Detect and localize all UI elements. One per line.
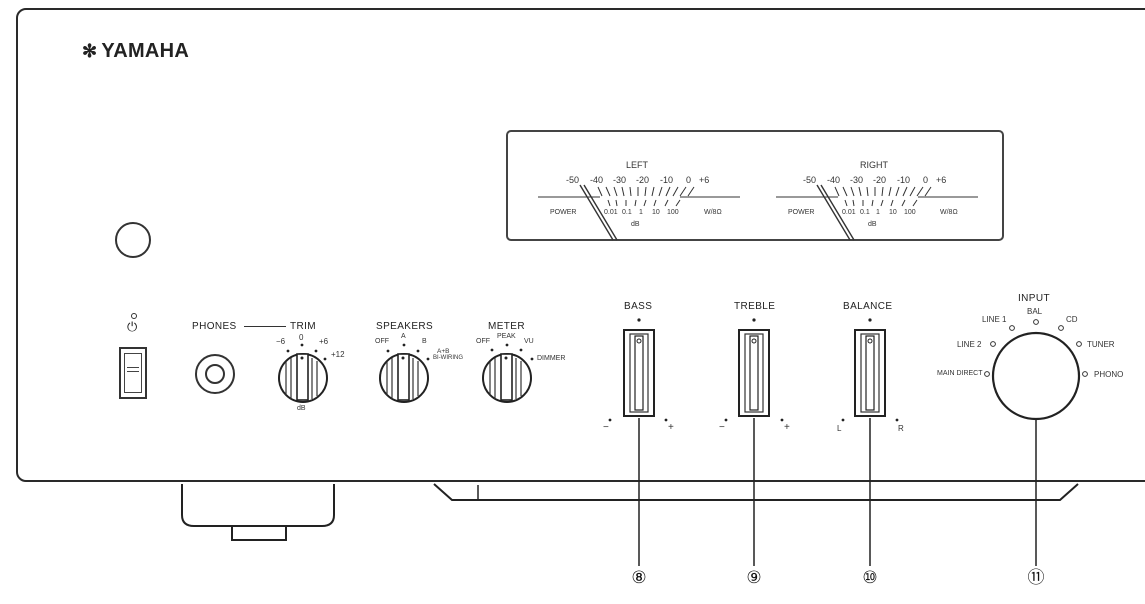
left-power-tick: 10 — [652, 209, 660, 216]
left-unit-label: W/8Ω — [704, 209, 722, 216]
balance-knob[interactable] — [854, 329, 886, 417]
left-scale-tick: +6 — [699, 175, 710, 185]
power-symbol-icon: ⏻ — [127, 319, 138, 334]
meter-position-label: OFF — [476, 338, 490, 345]
speakers-position-label: A+B — [437, 348, 450, 355]
input-position-label: CD — [1066, 315, 1078, 324]
level-meter-window — [506, 130, 1004, 241]
input-label: INPUT — [1018, 293, 1050, 304]
speakers-position-label: A — [401, 333, 406, 340]
speakers-position-label: OFF — [375, 338, 389, 345]
speakers-knob[interactable] — [379, 353, 429, 403]
yamaha-logo: ✻YAMAHA — [82, 40, 190, 62]
speakers-position-label: BI-WIRING — [433, 355, 463, 361]
right-power-tick: 0.01 — [842, 209, 856, 216]
power-button[interactable] — [119, 347, 147, 399]
input-position-label: MAIN DIRECT — [937, 370, 983, 377]
left-power-tick: 100 — [667, 209, 679, 216]
callout-10: ⑩ — [862, 568, 878, 587]
left-power-tick: 0.1 — [622, 209, 632, 216]
right-power-tick: 100 — [904, 209, 916, 216]
right-db-label: dB — [868, 221, 877, 228]
balance-right-label: R — [898, 424, 904, 433]
trim-knob[interactable] — [278, 353, 328, 403]
left-scale-tick: -10 — [660, 175, 674, 185]
bass-plus-label: + — [668, 422, 674, 433]
right-meter-title: RIGHT — [860, 160, 888, 170]
right-power-tick: 10 — [889, 209, 897, 216]
left-scale-tick: 0 — [686, 175, 692, 185]
right-power-label: POWER — [788, 209, 815, 216]
right-power-tick: 1 — [876, 209, 880, 216]
input-position-label: PHONO — [1094, 370, 1124, 379]
bass-knob[interactable] — [623, 329, 655, 417]
bass-label: BASS — [624, 301, 653, 312]
meter-position-label: PEAK — [497, 333, 516, 340]
speakers-position-label: B — [422, 338, 427, 345]
trim-position-label: +6 — [319, 337, 329, 346]
bass-minus-label: − — [603, 422, 609, 433]
yamaha-tuning-fork-icon: ✻ — [82, 41, 98, 61]
meter-position-label: DIMMER — [537, 355, 566, 362]
input-position-label: LINE 2 — [957, 340, 982, 349]
meter-select-label: METER — [488, 321, 525, 332]
meter-position-label: VU — [524, 338, 534, 345]
phones-trim-divider — [244, 326, 286, 327]
trim-position-label: +12 — [331, 350, 345, 359]
right-unit-label: W/8Ω — [940, 209, 958, 216]
trim-position-label: 0 — [299, 333, 304, 342]
trim-unit-label: dB — [297, 405, 306, 412]
right-scale-tick: -40 — [827, 175, 841, 185]
trim-label: TRIM — [290, 321, 317, 332]
balance-left-label: L — [837, 424, 842, 433]
right-scale-tick: -50 — [803, 175, 817, 185]
left-scale-tick: -40 — [590, 175, 604, 185]
left-scale-tick: -30 — [613, 175, 627, 185]
left-scale-tick: -20 — [636, 175, 650, 185]
phones-jack[interactable] — [195, 354, 235, 394]
treble-label: TREBLE — [734, 301, 776, 312]
balance-label: BALANCE — [843, 301, 893, 312]
treble-minus-label: − — [719, 422, 725, 433]
right-scale-tick: +6 — [936, 175, 947, 185]
right-scale-tick: 0 — [923, 175, 929, 185]
meter-knob[interactable] — [482, 353, 532, 403]
right-scale-tick: -20 — [873, 175, 887, 185]
left-power-tick: 0.01 — [604, 209, 618, 216]
speakers-label: SPEAKERS — [376, 321, 434, 332]
treble-plus-label: + — [784, 422, 790, 433]
trim-position-label: −6 — [276, 337, 286, 346]
remote-sensor — [115, 222, 151, 258]
treble-knob[interactable] — [738, 329, 770, 417]
callout-9: ⑨ — [746, 568, 762, 587]
left-db-label: dB — [631, 221, 640, 228]
left-scale-tick: -50 — [566, 175, 580, 185]
left-power-label: POWER — [550, 209, 577, 216]
input-position-label: BAL — [1027, 307, 1043, 316]
callout-11: ⑪ — [1027, 568, 1045, 587]
callout-8: ⑧ — [631, 568, 647, 587]
power-indicator — [131, 313, 137, 319]
input-position-label: TUNER — [1087, 340, 1115, 349]
right-scale-tick: -30 — [850, 175, 864, 185]
phones-label: PHONES — [192, 321, 237, 332]
left-meter-title: LEFT — [626, 160, 649, 170]
input-selector-knob[interactable] — [991, 331, 1081, 421]
front-panel — [16, 8, 1145, 482]
left-power-tick: 1 — [639, 209, 643, 216]
input-position-label: LINE 1 — [982, 315, 1007, 324]
right-scale-tick: -10 — [897, 175, 911, 185]
right-power-tick: 0.1 — [860, 209, 870, 216]
